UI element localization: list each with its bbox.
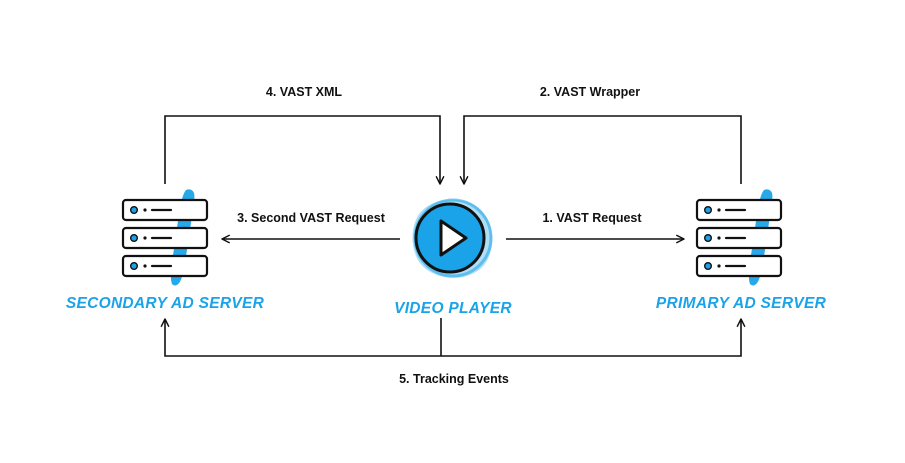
video-player-label: VIDEO PLAYER <box>394 300 512 317</box>
arrow-vast-xml <box>164 115 445 185</box>
arrow-vast-wrapper <box>459 115 742 185</box>
label-second-vast-request: 3. Second VAST Request <box>237 211 386 225</box>
primary-ad-server: PRIMARY AD SERVER <box>656 189 827 312</box>
play-icon <box>412 198 493 278</box>
server-icon <box>695 189 783 286</box>
primary-ad-server-label: PRIMARY AD SERVER <box>656 295 827 312</box>
label-tracking-events: 5. Tracking Events <box>399 372 509 386</box>
arrow-tracking-primary <box>441 318 746 357</box>
secondary-ad-server-label: SECONDARY AD SERVER <box>66 295 265 312</box>
label-vast-xml: 4. VAST XML <box>266 85 343 99</box>
arrow-tracking-secondary <box>160 318 441 357</box>
video-player: VIDEO PLAYER <box>394 198 512 317</box>
secondary-ad-server: SECONDARY AD SERVER <box>66 189 265 312</box>
label-vast-wrapper: 2. VAST Wrapper <box>540 85 640 99</box>
server-icon <box>121 189 209 286</box>
label-vast-request: 1. VAST Request <box>542 211 642 225</box>
